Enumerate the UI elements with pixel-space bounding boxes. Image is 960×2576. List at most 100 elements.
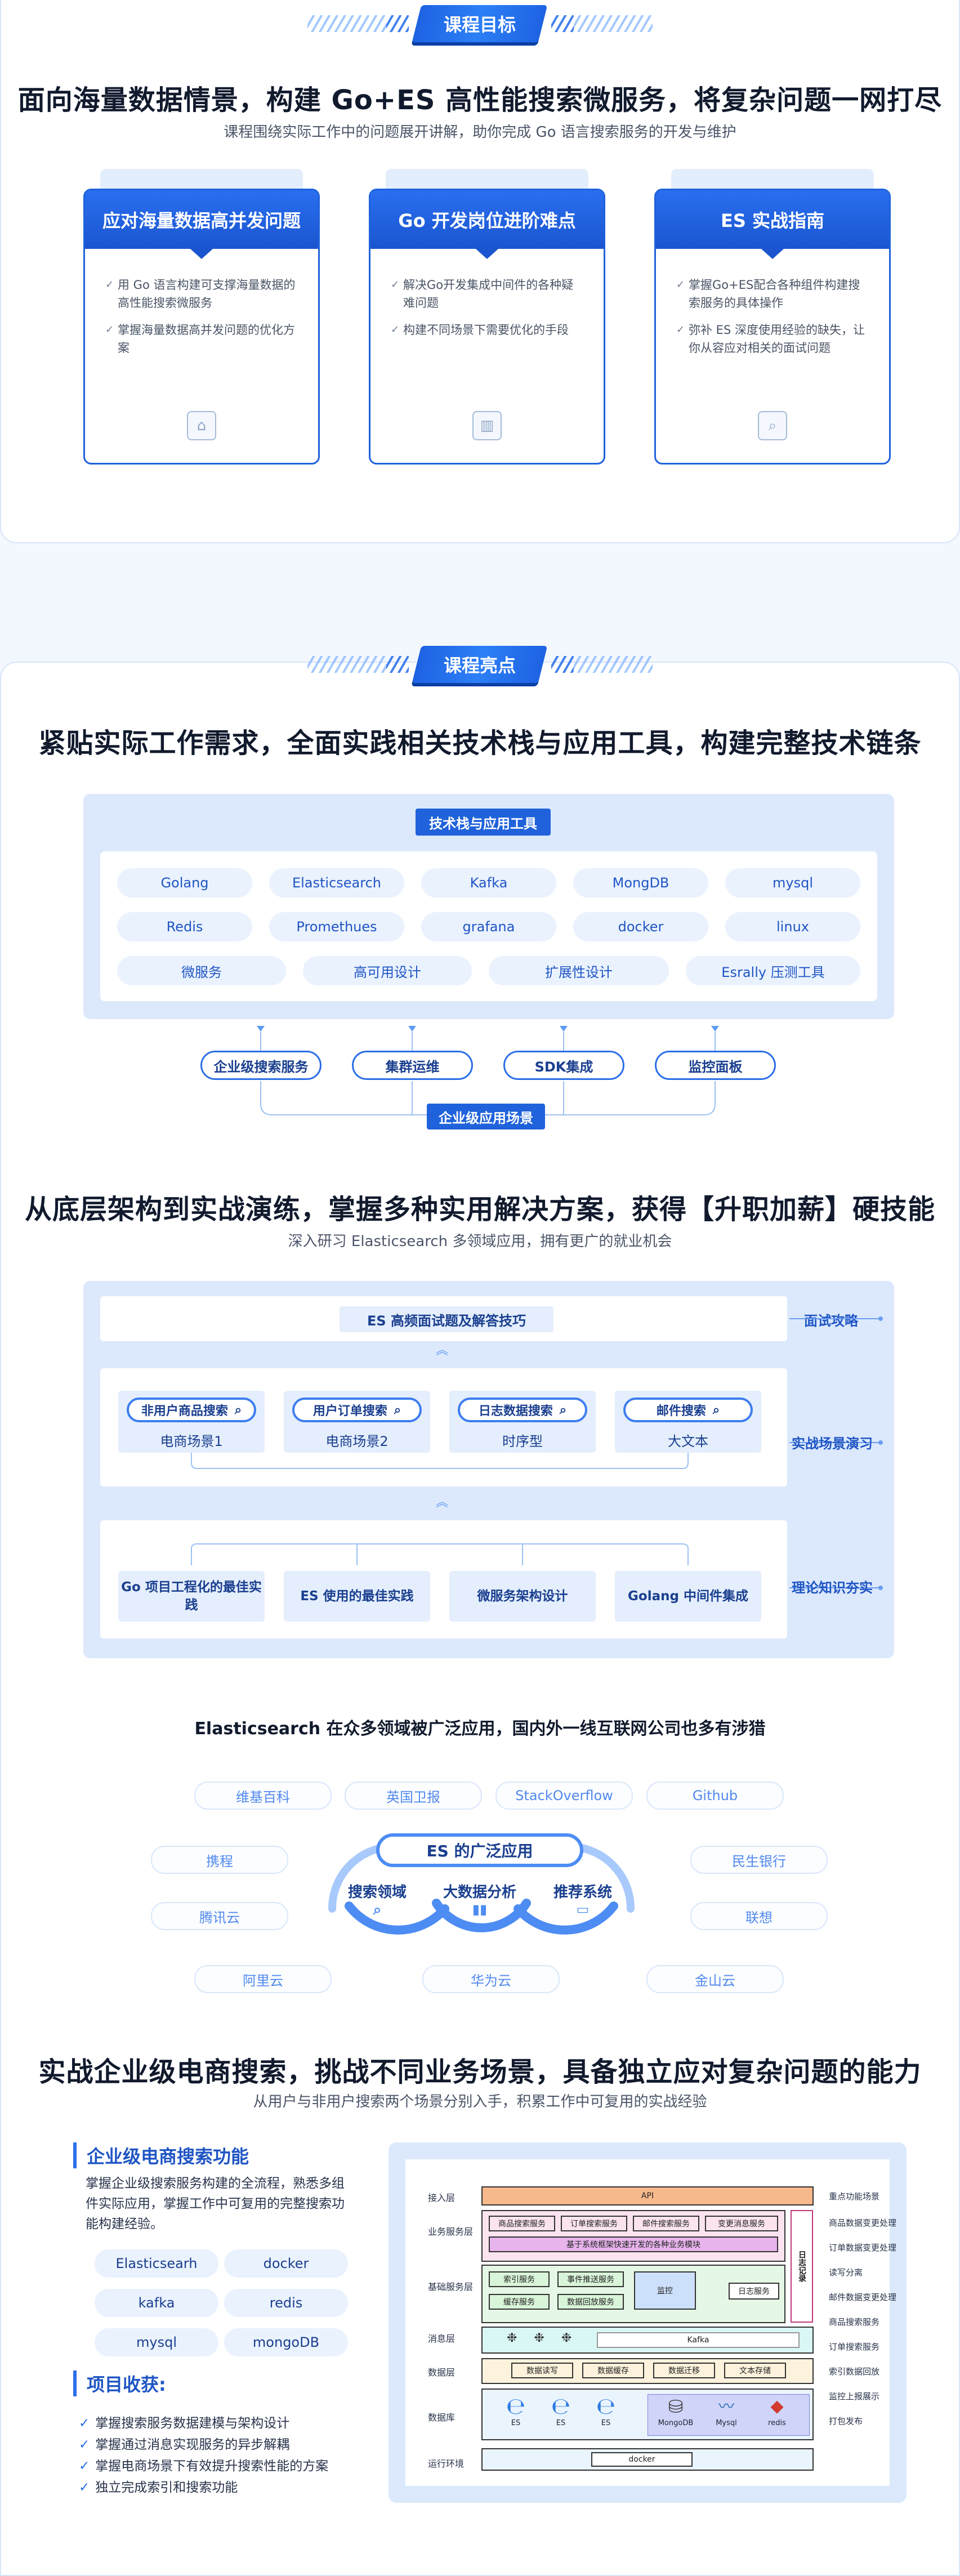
banner-stripes-left-dark [386, 15, 409, 32]
search-icon: ⌕ [234, 1403, 242, 1417]
company-pill: 英国卫报 [345, 1782, 482, 1810]
goal-card-item: 解决Go开发集成中间件的各种疑难问题 [391, 276, 583, 312]
scene-enterprise-search: 企业级搜索服务 [200, 1051, 322, 1080]
scenario-search-text: 邮件搜索 [656, 1404, 706, 1418]
feature-tag: mysql [95, 2328, 218, 2356]
section5-subtitle: 从用户与非用户搜索两个场景分别入手，积累工作中可复用的实战经验 [253, 2093, 707, 2110]
company-pill: 华为云 [422, 1965, 560, 1993]
scene-cluster-ops: 集群运维 [352, 1051, 473, 1080]
biz-box: 邮件搜索服务 [633, 2216, 699, 2231]
runtime-box: docker [591, 2452, 693, 2467]
harvest-item: 掌握通过消息实现服务的异步解耦 [79, 2434, 289, 2453]
db-label: Mysql [716, 2419, 737, 2427]
right-feature: 商品搜索服务 [829, 2317, 880, 2327]
right-feature: 读写分离 [829, 2267, 863, 2278]
scene-monitor: 监控面板 [655, 1051, 776, 1080]
db-label: MongoDB [658, 2419, 694, 2427]
section3-title: 从底层架构到实战演练，掌握多种实用解决方案，获得【升职加薪】硬技能 [24, 1194, 935, 1225]
base-box: 缓存服务 [489, 2294, 550, 2310]
search-icon: ⌕ [373, 1901, 382, 1918]
tech-pill: Promethues [269, 912, 404, 941]
card-shadow-tab [671, 169, 874, 191]
card-shadow-tab [100, 169, 303, 191]
interview-pill: ES 高频面试题及解答技巧 [340, 1306, 553, 1332]
search-doc-icon: ⌕ [758, 411, 787, 440]
goal-card-item: 掌握海量数据高并发问题的优化方案 [105, 321, 298, 357]
tech-pill: mysql [725, 868, 860, 898]
section5-title: 实战企业级电商搜索，挑战不同业务场景，具备独立应对复杂问题的能力 [38, 2056, 922, 2088]
goal-card-title: 应对海量数据高并发问题 [85, 190, 318, 259]
label-theory: 理论知识夯实 [792, 1580, 873, 1596]
tech-pill: Kafka [421, 868, 556, 898]
banner-stripes-left-dark [386, 656, 409, 673]
course-goal-banner-text: 课程目标 [444, 14, 516, 35]
right-feature: 订单数据变更处理 [829, 2243, 897, 2253]
harvest-title: 项目收获: [73, 2370, 166, 2396]
company-pill: 维基百科 [194, 1782, 332, 1810]
company-pill: 阿里云 [194, 1965, 332, 1993]
card-shadow-tab [386, 169, 588, 191]
tech-pill: Elasticsearch [269, 868, 404, 898]
foundation-box: ES 使用的最佳实践 [284, 1571, 430, 1622]
domain-search: 搜索领域⌕ [332, 1881, 422, 1919]
right-feature: 商品数据变更处理 [829, 2218, 897, 2228]
banner-stripes-right [573, 656, 653, 673]
label-practice: 实战场景演习 [792, 1436, 873, 1452]
goal-card-item: 掌握Go+ES配合各种组件构建搜索服务的具体操作 [676, 276, 869, 312]
feature-desc: 掌握企业级搜索服务构建的全流程，熟悉多组件实际应用，掌握工作中可复用的完整搜索功… [86, 2176, 345, 2231]
domain-label: 大数据分析 [443, 1884, 516, 1901]
monitor-box: 监控 [634, 2271, 696, 2310]
company-pill: 携程 [151, 1846, 288, 1874]
feature-tag: mongoDB [224, 2328, 348, 2356]
up-chevrons-icon: ︽ [435, 1495, 448, 1510]
chart-doc-icon: ▥ [472, 411, 502, 440]
redis-icon: ◆redis [754, 2394, 800, 2427]
company-pill: 民生银行 [690, 1846, 828, 1874]
banner-stripes-right-dark [551, 15, 574, 32]
es-logo-icon: ℮ES [589, 2394, 623, 2427]
log-service-box: 日志服务 [729, 2283, 779, 2300]
tech-pill: grafana [421, 912, 556, 941]
scenario-search-text: 非用户商品搜索 [141, 1404, 228, 1418]
company-pill: Github [646, 1782, 784, 1810]
domain-recommend: 推荐系统▭ [538, 1881, 628, 1917]
goal-card-title: ES 实战指南 [656, 190, 889, 259]
right-feature: 打包发布 [829, 2416, 863, 2426]
es-logo-icon: ℮ES [544, 2394, 578, 2427]
search-icon: ⌕ [559, 1403, 567, 1417]
scenario-connectors [191, 1453, 689, 1469]
harvest-item: 掌握电商场景下有效提升搜索性能的方案 [79, 2455, 328, 2474]
layer-label: 业务服务层 [428, 2226, 474, 2237]
company-pill: StackOverflow [495, 1782, 633, 1810]
data-box: 数据迁移 [653, 2363, 715, 2378]
domain-label: 推荐系统 [553, 1884, 612, 1901]
scenario-search-box: 邮件搜索⌕ [623, 1398, 753, 1422]
tech-stack-title: 技术栈与应用工具 [416, 809, 551, 836]
right-feature: 订单搜索服务 [829, 2342, 880, 2352]
layer-label: 基础服务层 [428, 2282, 474, 2292]
mq-box: Kafka [597, 2332, 800, 2348]
goal-card-item: 用 Go 语言构建可支撑海量数据的高性能搜索微服务 [105, 276, 298, 312]
scenario-name: 电商场景1 [160, 1434, 223, 1449]
section4-title: Elasticsearch 在众多领域被广泛应用，国内外一线互联网公司也多有涉猎 [194, 1719, 766, 1739]
scenario-search-box: 用户订单搜索⌕ [292, 1398, 422, 1422]
scene-sdk: SDK集成 [503, 1051, 624, 1080]
course-highlight-banner: 课程亮点 [0, 646, 960, 683]
kafka-icon: ❉❉❉ [507, 2331, 589, 2345]
biz-box: 订单搜索服务 [561, 2216, 627, 2231]
scenario-search-text: 日志数据搜索 [478, 1404, 553, 1418]
banner-stripes-left [307, 15, 387, 32]
house-doc-icon: ⌂ [187, 411, 216, 440]
scenario-name: 时序型 [502, 1434, 543, 1449]
feature-tag: Elasticsearh [95, 2249, 218, 2278]
arch-side-lines [789, 1316, 883, 1590]
scenario-search-box: 非用户商品搜索 ⌕ [127, 1398, 256, 1422]
base-box: 数据回放服务 [557, 2294, 624, 2310]
label-interview: 面试攻略 [804, 1313, 858, 1329]
db-label: ES [511, 2419, 521, 2427]
db-label: ES [556, 2419, 566, 2427]
tech-pill: 高可用设计 [303, 956, 472, 985]
scenario-name: 大文本 [668, 1434, 708, 1449]
goal-card-title: Go 开发岗位进阶难点 [370, 190, 604, 259]
domain-label: 搜索领域 [347, 1884, 407, 1901]
